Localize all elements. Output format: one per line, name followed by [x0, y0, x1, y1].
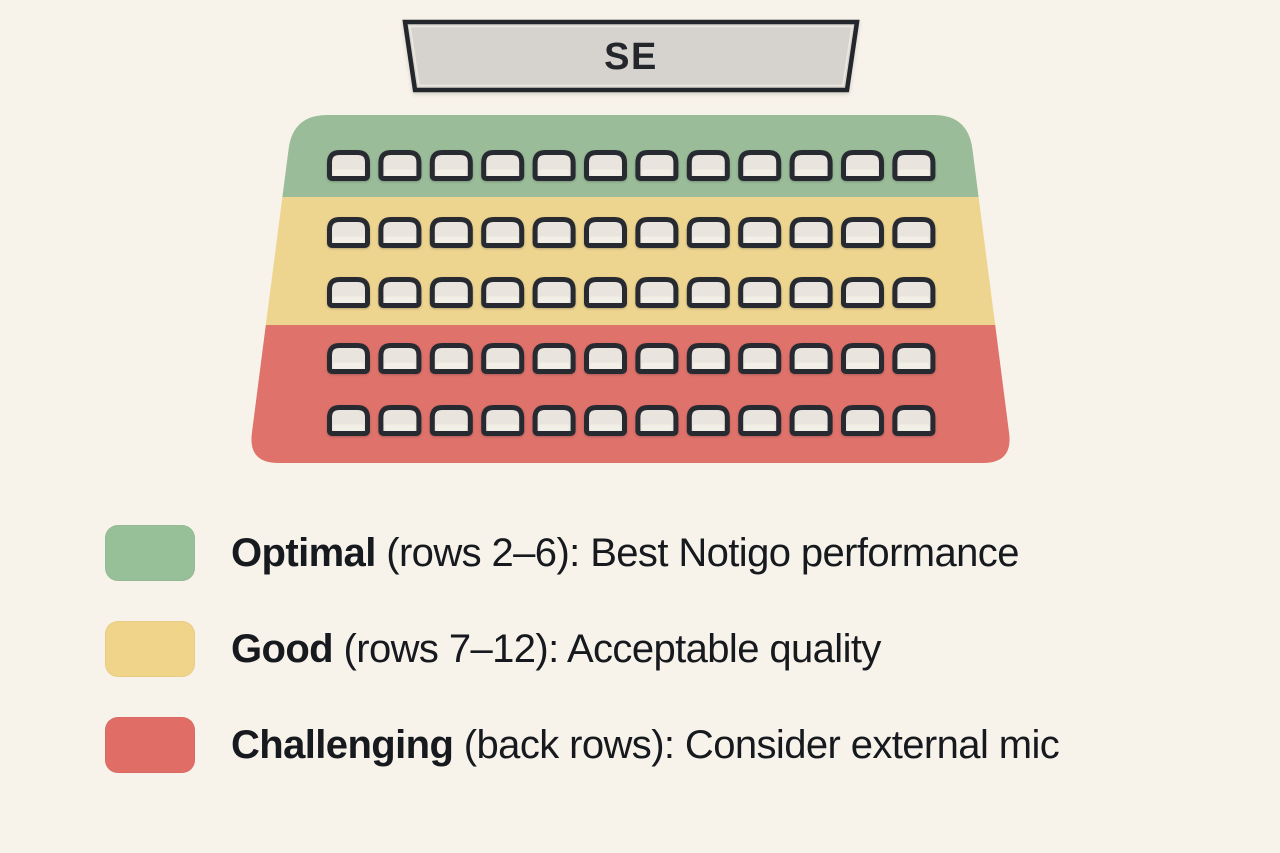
seat-cushion-highlight [333, 236, 364, 243]
seat-cushion-highlight [898, 362, 930, 369]
stage-inner-edge [409, 25, 853, 87]
seat-cushion-highlight [795, 169, 827, 176]
seat-cushion-highlight [384, 296, 416, 303]
legend-item-optimal: Optimal (rows 2–6): Best Notigo performa… [105, 525, 1019, 581]
seat-cushion-highlight [384, 169, 416, 176]
seat-cushion-highlight [641, 236, 673, 243]
seat-cushion-highlight [538, 362, 570, 369]
seat-cushion-highlight [538, 424, 570, 431]
seat-cushion-highlight [487, 424, 519, 431]
seat-cushion-highlight [590, 169, 621, 176]
seat-map-svg: SE [251, 19, 1010, 463]
legend-label-good: Good (rows 7–12): Acceptable quality [231, 627, 881, 672]
legend-term-challenging: Challenging [231, 722, 454, 767]
seat-cushion-highlight [590, 296, 621, 303]
seat-cushion-highlight [590, 236, 621, 243]
seat-cushion-highlight [333, 296, 364, 303]
seat-cushion-highlight [487, 362, 519, 369]
seat-cushion-highlight [641, 169, 673, 176]
seat-cushion-highlight [898, 296, 930, 303]
seat-cushion-highlight [435, 236, 467, 243]
legend-desc-optimal: (rows 2–6): Best Notigo performance [375, 530, 1019, 575]
seat-cushion-highlight [333, 169, 364, 176]
seat-cushion-highlight [744, 296, 776, 303]
seat-cushion-highlight [384, 362, 416, 369]
seat-cushion-highlight [692, 424, 724, 431]
seat-cushion-highlight [487, 169, 519, 176]
seat-cushion-highlight [692, 362, 724, 369]
seat-cushion-highlight [435, 169, 467, 176]
seat-cushion-highlight [795, 296, 827, 303]
seat-cushion-highlight [435, 424, 467, 431]
seat-cushion-highlight [847, 296, 878, 303]
seat-cushion-highlight [795, 362, 827, 369]
seat-cushion-highlight [847, 362, 878, 369]
seat-cushion-highlight [898, 169, 930, 176]
seat-cushion-highlight [847, 169, 878, 176]
seat-cushion-highlight [590, 362, 621, 369]
legend-label-optimal: Optimal (rows 2–6): Best Notigo performa… [231, 531, 1019, 576]
seat-cushion-highlight [384, 424, 416, 431]
seat-cushion-highlight [744, 236, 776, 243]
seat-cushion-highlight [847, 236, 878, 243]
seat-cushion-highlight [641, 362, 673, 369]
seat-cushion-highlight [898, 236, 930, 243]
legend-term-optimal: Optimal [231, 530, 376, 575]
seat-cushion-highlight [435, 362, 467, 369]
seat-cushion-highlight [847, 424, 878, 431]
seat-cushion-highlight [795, 424, 827, 431]
legend-desc-challenging: (back rows): Consider external mic [453, 722, 1060, 767]
seat-cushion-highlight [795, 236, 827, 243]
seat-cushion-highlight [641, 424, 673, 431]
seat-cushion-highlight [538, 236, 570, 243]
seat-cushion-highlight [487, 296, 519, 303]
legend-item-challenging: Challenging (back rows): Consider extern… [105, 717, 1060, 773]
seat-cushion-highlight [692, 296, 724, 303]
seat-cushion-highlight [744, 169, 776, 176]
seat-cushion-highlight [333, 362, 364, 369]
seat-cushion-highlight [898, 424, 930, 431]
legend-item-good: Good (rows 7–12): Acceptable quality [105, 621, 881, 677]
seat-cushion-highlight [538, 169, 570, 176]
seat-cushion-highlight [641, 296, 673, 303]
legend-term-good: Good [231, 626, 334, 671]
legend-swatch-good [105, 621, 195, 677]
seat-cushion-highlight [590, 424, 621, 431]
legend-label-challenging: Challenging (back rows): Consider extern… [231, 722, 1060, 768]
seat-cushion-highlight [487, 236, 519, 243]
stage-label: SE [604, 36, 658, 78]
legend-swatch-optimal [105, 525, 195, 581]
seat-cushion-highlight [692, 236, 724, 243]
legend-swatch-challenging [105, 717, 195, 773]
seat-cushion-highlight [744, 362, 776, 369]
stage [402, 19, 860, 93]
seat-cushion-highlight [333, 424, 364, 431]
seat-cushion-highlight [435, 296, 467, 303]
seat-cushion-highlight [692, 169, 724, 176]
seat-cushion-highlight [538, 296, 570, 303]
seat-cushion-highlight [384, 236, 416, 243]
legend-desc-good: (rows 7–12): Acceptable quality [333, 626, 882, 671]
seat-cushion-highlight [744, 424, 776, 431]
